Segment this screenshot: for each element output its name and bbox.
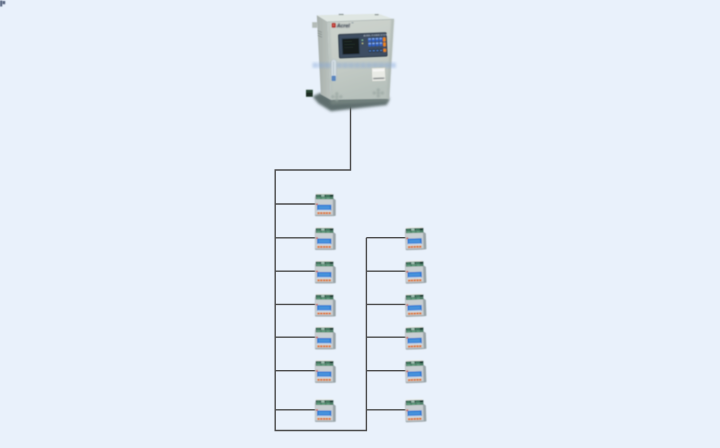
svg-text:ACREL POWER SYSTEM: ACREL POWER SYSTEM — [364, 33, 390, 37]
svg-text:Acrel: Acrel — [336, 23, 351, 29]
